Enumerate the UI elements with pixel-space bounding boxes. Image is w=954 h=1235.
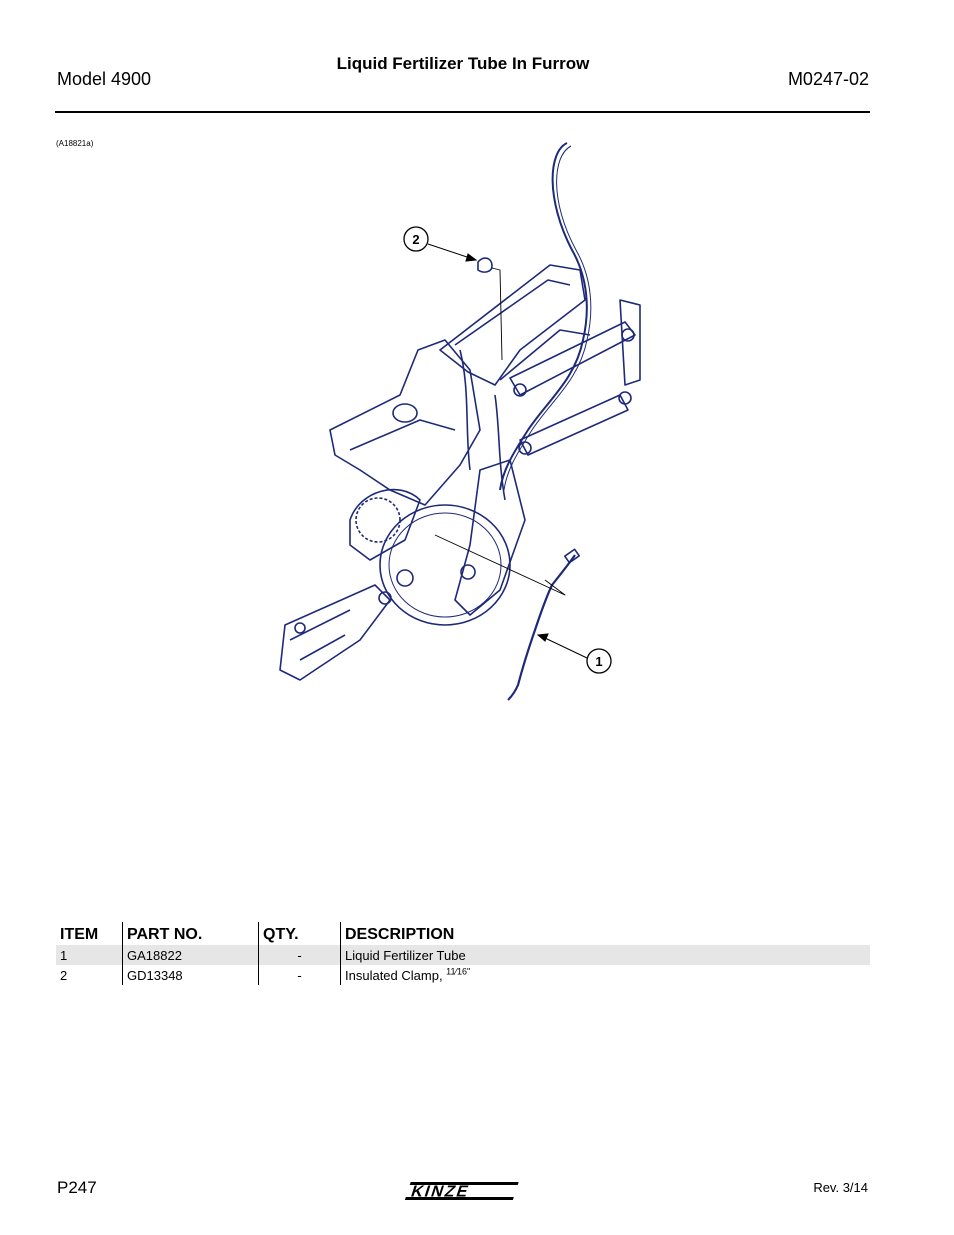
column-qty: QTY. [258,922,341,945]
description-text: Insulated Clamp, [345,967,447,983]
model-label: Model 4900 [57,69,152,89]
kinze-logo: KINZE [404,1182,519,1201]
parts-table: ITEM PART NO. QTY. DESCRIPTION 1 GA18822… [56,922,870,985]
svg-text:2: 2 [412,232,419,247]
page-number: P247 [57,1178,97,1197]
insulated-clamp [477,257,493,273]
svg-text:1: 1 [595,654,602,669]
qty-cell: - [258,945,341,965]
header-rule [55,111,870,113]
parallel-arm-upper [509,321,636,396]
description-text: Liquid Fertilizer Tube [345,947,466,963]
qty-cell: - [258,965,341,985]
table-row: 1 GA18822 - Liquid Fertilizer Tube [56,945,870,965]
table-row: 2 GD13348 - Insulated Clamp, 11⁄16" [56,965,870,985]
callout-2: 2 [403,226,429,252]
revision-label: Rev. 3/14 [813,1180,868,1195]
column-part-no: PART NO. [122,922,259,945]
column-item: ITEM [60,926,99,943]
overhead-tube [499,142,588,491]
upper-frame [439,264,586,386]
page-title: Liquid Fertilizer Tube In Furrow [336,54,590,73]
callout-1: 1 [586,648,612,674]
svg-text:KINZE: KINZE [409,1183,473,1201]
item-cell: 2 [60,967,68,983]
fraction-text: 11⁄16" [446,966,471,977]
closing-arm [279,584,391,681]
item-cell: 1 [56,945,123,965]
row-unit-casting [329,339,481,506]
liquid-fertilizer-tube [507,554,576,701]
part-no-cell: GA18822 [122,945,259,965]
parts-table-header: ITEM PART NO. QTY. DESCRIPTION [56,922,870,945]
opener-disc [379,504,511,626]
description-cell: Liquid Fertilizer Tube [340,945,870,965]
part-no-cell: GD13348 [122,965,259,985]
description-cell: Insulated Clamp, 11⁄16" [340,965,870,985]
figure-reference: (A18821a) [56,139,94,148]
column-description: DESCRIPTION [340,922,870,945]
parallel-arm-lower [519,394,629,456]
parts-illustration: 2 1 [279,142,641,701]
doc-number: M0247-02 [787,69,869,89]
